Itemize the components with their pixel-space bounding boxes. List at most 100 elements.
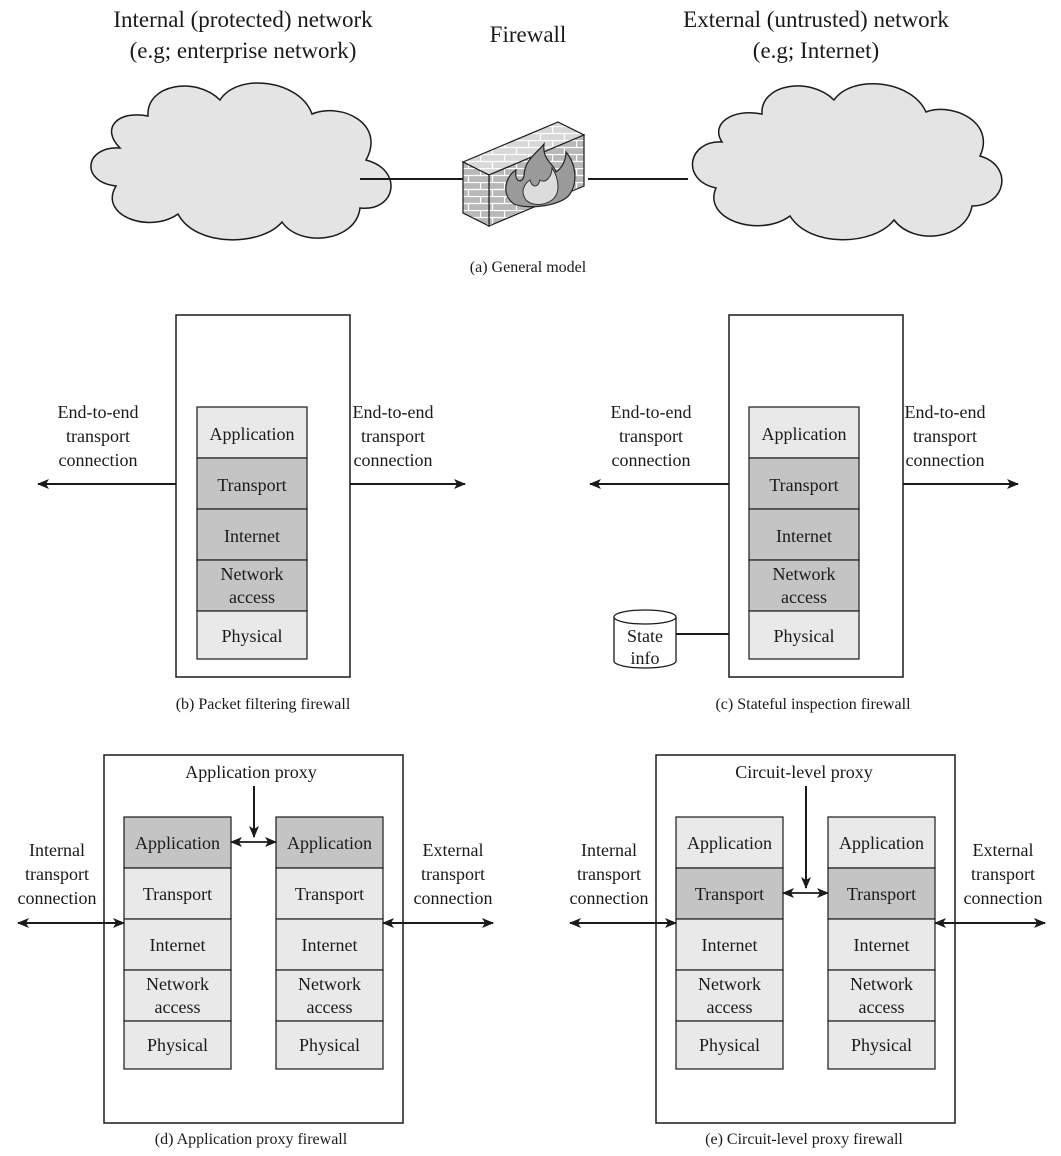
stateful-inspection-panel: Application Transport Internet Network a… — [589, 314, 1019, 713]
layer-label: Physical — [774, 626, 835, 646]
left-connection-label: transport — [25, 864, 89, 884]
layer-label: Transport — [143, 884, 212, 904]
state-info-database-icon: State info — [613, 609, 677, 669]
caption-application-proxy: (d) Application proxy firewall — [155, 1131, 348, 1148]
caption-stateful-inspection: (c) Stateful inspection firewall — [715, 696, 911, 713]
general-model-panel: Internal (protected) network (e.g; enter… — [90, 7, 1003, 276]
layer-label: Physical — [147, 1035, 208, 1055]
right-connection-label: connection — [906, 450, 985, 470]
layer-label: Internet — [224, 526, 280, 546]
layer-label: Internet — [150, 935, 206, 955]
left-connection-label: End-to-end — [58, 402, 139, 422]
layer-label: access — [859, 997, 905, 1017]
layer-label: Transport — [295, 884, 364, 904]
layer-label: Application — [839, 833, 924, 853]
layer-application — [827, 816, 936, 869]
left-connection-label: connection — [570, 888, 649, 908]
layer-application — [123, 816, 232, 869]
caption-packet-filtering: (b) Packet filtering firewall — [176, 696, 351, 713]
layer-label: Application — [287, 833, 372, 853]
packet-filter-box — [175, 314, 351, 678]
layer-network-access — [675, 969, 784, 1022]
layer-label: access — [781, 587, 827, 607]
layer-network-access — [827, 969, 936, 1022]
left-connection-label: transport — [619, 426, 683, 446]
right-connection-label: transport — [361, 426, 425, 446]
internal-network-title: Internal (protected) network — [113, 7, 373, 32]
layer-label: Transport — [695, 884, 764, 904]
layer-physical — [827, 1020, 936, 1070]
layer-transport — [196, 457, 308, 510]
app-proxy-right-stack: Application Transport Internet Network a… — [275, 816, 384, 1070]
proxy-label: Application proxy — [185, 762, 316, 782]
layer-internet — [123, 918, 232, 971]
right-connection-label: connection — [964, 888, 1043, 908]
right-connection-label: End-to-end — [905, 402, 986, 422]
layer-transport — [748, 457, 860, 510]
right-connection-label: connection — [354, 450, 433, 470]
layer-physical — [196, 610, 308, 660]
layer-label: Transport — [847, 884, 916, 904]
packet-filtering-panel: Application Transport Internet Network a… — [37, 314, 466, 713]
layer-label: Network — [221, 564, 284, 584]
layer-physical — [675, 1020, 784, 1070]
layer-internet — [275, 918, 384, 971]
stateful-stack: Application Transport Internet Network a… — [748, 406, 860, 660]
layer-label: Internet — [854, 935, 910, 955]
external-network-subtitle: (e.g; Internet) — [753, 38, 879, 63]
layer-label: Network — [298, 974, 361, 994]
layer-label: Internet — [302, 935, 358, 955]
external-network-cloud — [691, 82, 1003, 241]
layer-label: Transport — [217, 475, 286, 495]
layer-internet — [748, 508, 860, 561]
circuit-level-proxy-panel: Circuit-level proxy Application Transpor… — [569, 754, 1046, 1148]
brick-wall-firewall-icon — [461, 121, 586, 227]
layer-label: Physical — [299, 1035, 360, 1055]
right-connection-label: transport — [971, 864, 1035, 884]
layer-internet — [196, 508, 308, 561]
caption-general-model: (a) General model — [470, 259, 587, 276]
application-proxy-panel: Application proxy Application Transport … — [17, 754, 494, 1148]
internal-network-cloud — [90, 82, 392, 241]
right-connection-label: transport — [421, 864, 485, 884]
layer-label: access — [155, 997, 201, 1017]
left-connection-label: transport — [577, 864, 641, 884]
layer-network-access — [748, 559, 860, 612]
layer-application — [196, 406, 308, 459]
left-connection-label: Internal — [29, 840, 85, 860]
left-connection-label: connection — [59, 450, 138, 470]
state-info-label: State — [627, 626, 663, 646]
left-connection-label: Internal — [581, 840, 637, 860]
right-connection-label: External — [973, 840, 1034, 860]
layer-label: Physical — [851, 1035, 912, 1055]
left-connection-label: connection — [18, 888, 97, 908]
layer-application — [748, 406, 860, 459]
circuit-proxy-right-stack: Application Transport Internet Network a… — [827, 816, 936, 1070]
layer-physical — [123, 1020, 232, 1070]
stateful-box — [728, 314, 904, 678]
layer-application — [275, 816, 384, 869]
state-info-label: info — [631, 648, 660, 668]
layer-label: Application — [135, 833, 220, 853]
right-connection-label: transport — [913, 426, 977, 446]
layer-application — [675, 816, 784, 869]
right-connection-label: External — [423, 840, 484, 860]
left-connection-label: connection — [612, 450, 691, 470]
layer-label: Application — [210, 424, 295, 444]
layer-physical — [748, 610, 860, 660]
circuit-proxy-box — [655, 754, 956, 1124]
layer-label: Network — [773, 564, 836, 584]
packet-filter-stack: Application Transport Internet Network a… — [196, 406, 308, 660]
layer-label: access — [707, 997, 753, 1017]
layer-label: access — [229, 587, 275, 607]
layer-label: Network — [146, 974, 209, 994]
layer-network-access — [123, 969, 232, 1022]
layer-physical — [275, 1020, 384, 1070]
layer-label: Application — [762, 424, 847, 444]
right-connection-label: End-to-end — [353, 402, 434, 422]
external-network-title: External (untrusted) network — [683, 7, 949, 32]
application-proxy-box — [103, 754, 404, 1124]
layer-label: Transport — [769, 475, 838, 495]
